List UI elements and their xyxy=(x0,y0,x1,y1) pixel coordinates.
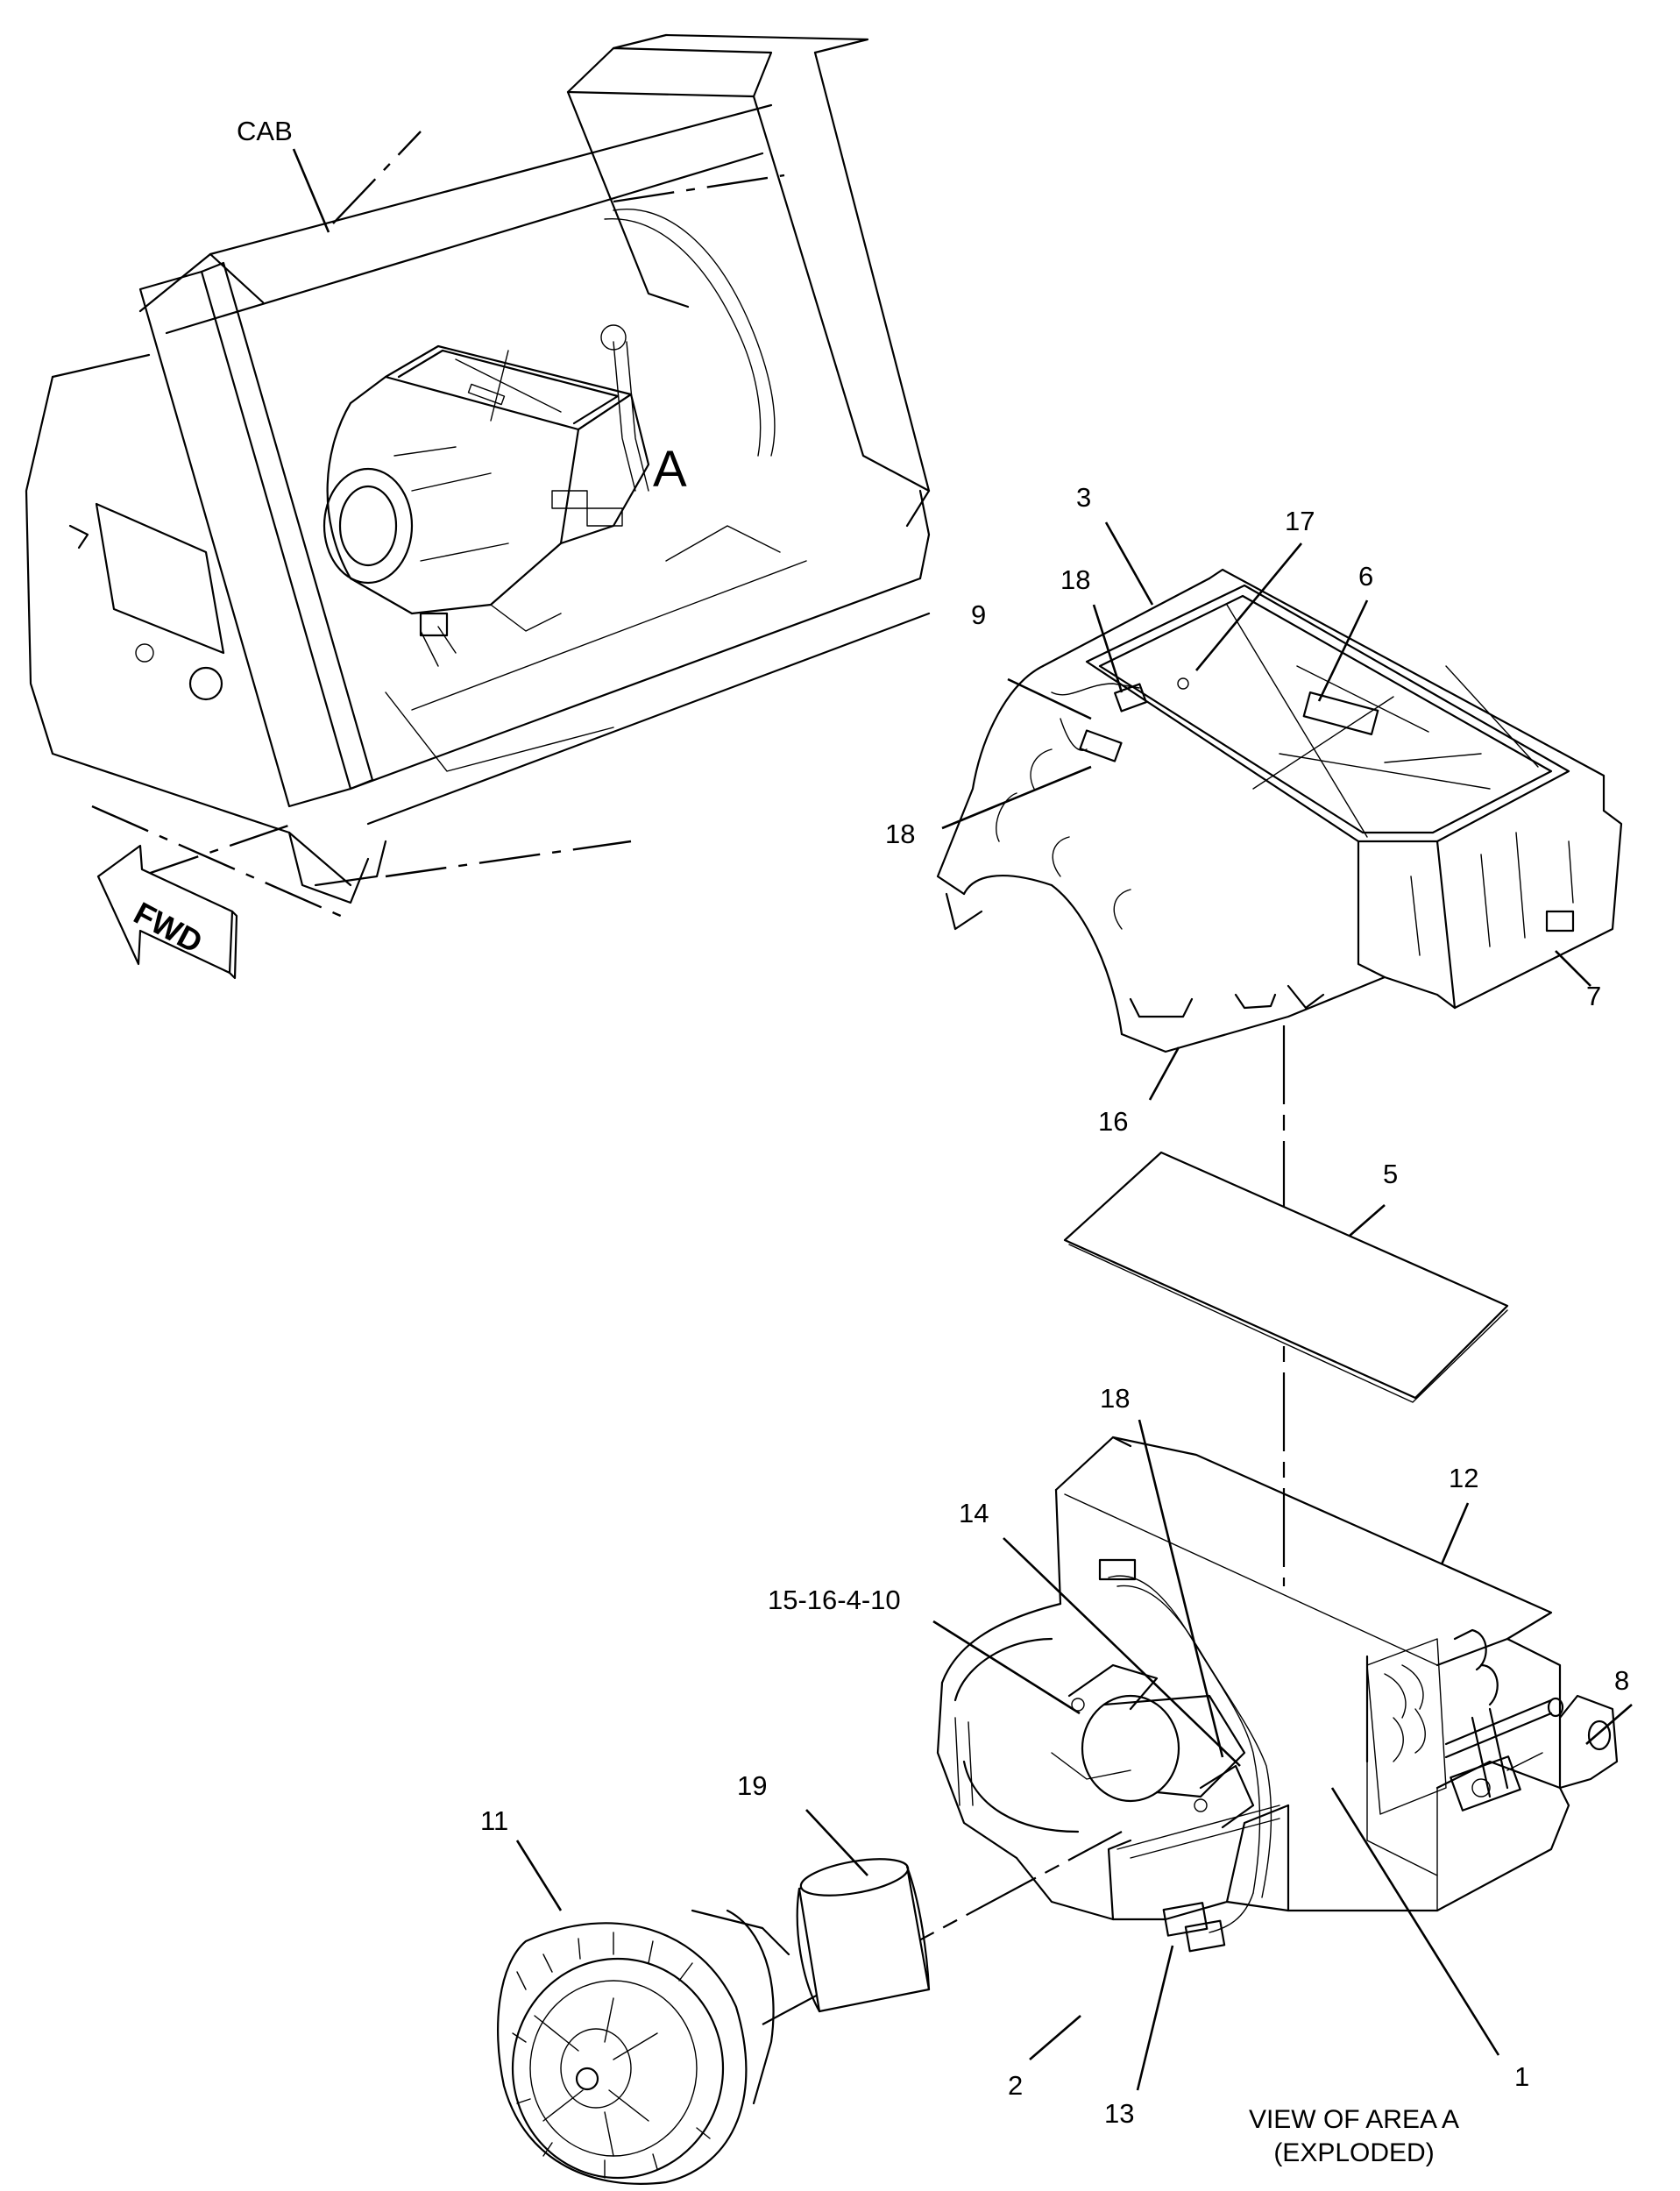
caption-line-2: (EXPLODED) xyxy=(1273,2138,1434,2167)
sleeve-cylinder xyxy=(796,1858,931,2013)
cab-leader xyxy=(292,148,330,233)
fwd-arrow-icon: FWD xyxy=(96,844,238,980)
blower-wheel xyxy=(497,1909,790,2185)
caption-line-1: VIEW OF AREA A xyxy=(1249,2105,1459,2134)
hvac-unit-in-cab xyxy=(323,344,650,667)
callout-19: 19 xyxy=(737,1770,767,1801)
callout-11: 11 xyxy=(480,1805,508,1836)
callout-6: 6 xyxy=(1358,561,1373,592)
area-a-label: A xyxy=(653,441,687,498)
callout-9: 9 xyxy=(971,599,986,630)
callout-3: 3 xyxy=(1076,482,1091,513)
callout-15-16-4-10: 15-16-4-10 xyxy=(768,1585,901,1615)
callout-18-middle: 18 xyxy=(885,819,915,849)
callout-18-lower: 18 xyxy=(1100,1383,1130,1414)
callout-leaders xyxy=(515,521,1633,2091)
callout-7: 7 xyxy=(1586,981,1601,1011)
callout-12: 12 xyxy=(1449,1463,1478,1493)
cab-label: CAB xyxy=(237,116,293,146)
callout-1: 1 xyxy=(1514,2061,1529,2092)
callout-2: 2 xyxy=(1008,2070,1023,2101)
top-cover-assembly xyxy=(936,568,1623,1053)
callout-16: 16 xyxy=(1098,1106,1128,1137)
cab-frame-illustration xyxy=(25,33,931,922)
callout-8: 8 xyxy=(1614,1665,1629,1696)
lower-housing-assembly xyxy=(936,1436,1619,1953)
callout-14: 14 xyxy=(959,1498,989,1528)
callout-5: 5 xyxy=(1383,1159,1398,1189)
callout-17: 17 xyxy=(1285,506,1315,536)
filter-panel xyxy=(1063,1151,1509,1400)
callout-13: 13 xyxy=(1104,2098,1134,2129)
callout-18-top: 18 xyxy=(1060,564,1090,595)
